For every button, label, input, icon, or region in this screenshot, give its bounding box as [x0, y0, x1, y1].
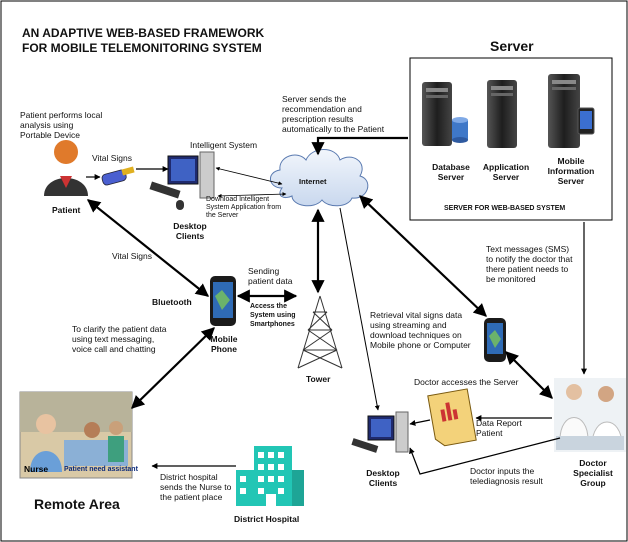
clarify-note: To clarify the patient data using text m…	[72, 324, 167, 354]
tower-label: Tower	[306, 374, 331, 384]
vital-signs-label-top: Vital Signs	[92, 153, 133, 163]
desktop-computer-icon	[149, 151, 215, 210]
bluetooth-label: Bluetooth	[152, 297, 192, 307]
mobile-info-server-label: Mobile Information Server	[547, 156, 595, 186]
remote-area-label: Remote Area	[34, 496, 120, 512]
database-server-label: Database Server	[432, 162, 470, 182]
sending-patient-data-note: Sending patient data	[248, 266, 293, 286]
data-report-icon	[427, 388, 477, 447]
server-sends-note: Server sends the recommendation and pres…	[282, 94, 385, 134]
application-server-label: Application Server	[482, 162, 530, 182]
download-app-note: Download Intelligent System Application …	[206, 196, 282, 219]
doctor-group-label: Doctor Specialist Group	[573, 458, 613, 488]
patient-need-assistant-label: Patient need assistant	[64, 466, 138, 473]
desktop-clients-bottom-label: Desktop Clients	[366, 468, 400, 488]
database-cylinder-icon	[452, 117, 468, 143]
retrieval-note: Retrieval vital signs data using streami…	[370, 310, 471, 350]
nurse-label: Nurse	[24, 464, 49, 474]
server-heading: Server	[490, 38, 534, 54]
desktop-computer-icon	[351, 411, 409, 453]
patient-avatar-icon	[44, 140, 88, 196]
intelligent-system-label: Intelligent System	[190, 140, 258, 150]
server-tower-icon	[548, 74, 595, 148]
doctor-group-photo-icon	[554, 378, 626, 452]
connector-arrows	[86, 136, 587, 475]
vital-signs-label-mid: Vital Signs	[112, 251, 153, 261]
internet-cloud-icon	[270, 149, 369, 207]
doctor-access-note: Doctor accesses the Server	[414, 377, 519, 387]
mobile-phone-label: Mobile Phone	[210, 334, 238, 354]
internet-label: Internet	[299, 177, 327, 186]
server-tower-icon	[422, 82, 452, 146]
patient-label: Patient	[52, 205, 81, 215]
data-report-label: Data Report Patient	[476, 418, 522, 438]
patient-local-analysis-note: Patient performs local analysis using Po…	[20, 110, 103, 140]
nurse-photo-icon	[19, 391, 133, 479]
smartphone-icon	[484, 318, 506, 362]
desktop-clients-top-label: Desktop Clients	[173, 221, 207, 241]
doctor-inputs-note: Doctor inputs the telediagnosis result	[470, 466, 543, 486]
district-hospital-label: District Hospital	[234, 514, 300, 524]
server-tower-icon	[487, 80, 517, 148]
district-sends-note: District hospital sends the Nurse to the…	[160, 472, 232, 502]
server-box-caption: SERVER FOR WEB-BASED SYSTEM	[444, 205, 566, 212]
cell-tower-icon	[297, 295, 343, 369]
hospital-building-icon	[236, 446, 304, 506]
smartphone-icon	[210, 276, 236, 326]
diagram-title-line1: AN ADAPTIVE WEB-BASED FRAMEWORK	[22, 26, 265, 40]
portable-device-icon	[101, 166, 135, 186]
sms-note: Text messages (SMS) to notify the doctor…	[486, 244, 573, 284]
access-system-note: Access the System using Smartphones	[250, 303, 296, 328]
diagram-title-line2: FOR MOBILE TELEMONITORING SYSTEM	[22, 41, 262, 55]
